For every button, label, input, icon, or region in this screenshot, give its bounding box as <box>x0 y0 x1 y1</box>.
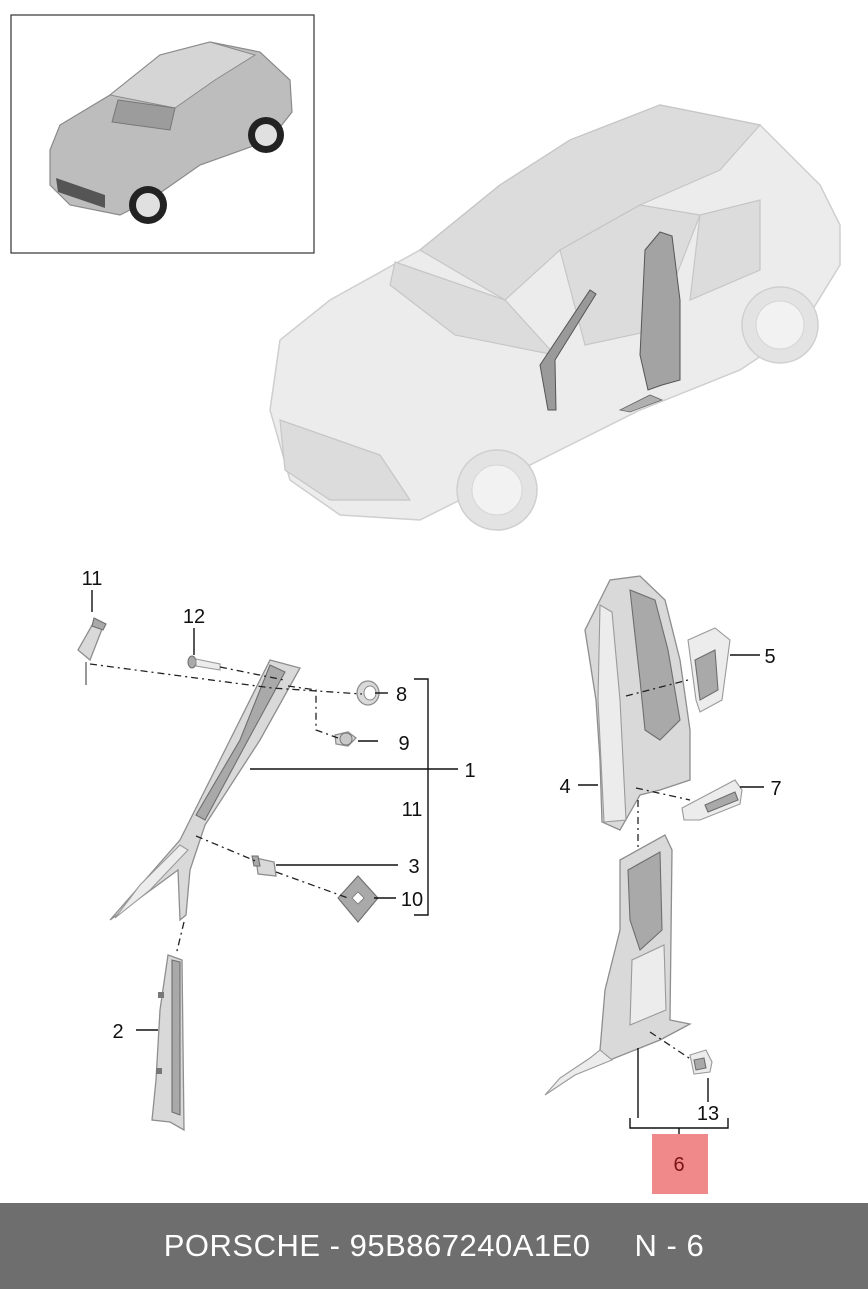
left-dash-lines <box>89 663 363 956</box>
callout-3-clip: 3 <box>408 856 419 878</box>
callout-9-clip: 9 <box>398 733 409 755</box>
part-1-a-pillar-trim <box>109 659 301 922</box>
callout-7-retainer: 7 <box>770 778 781 800</box>
right-dash-lines <box>625 679 693 1061</box>
callout-11-group: 11 <box>402 799 423 821</box>
callout-2-trim-strip: 2 <box>112 1021 123 1043</box>
callout-12-bolt: 12 <box>183 606 205 628</box>
callout-6-b-pillar-lower: 6 <box>673 1154 684 1176</box>
callout-8-grommet: 8 <box>396 684 407 706</box>
part-12-bolt <box>187 655 221 671</box>
footer-bar: PORSCHE - 95B867240A1E0 N - 6 <box>0 1203 868 1289</box>
part-13-clip <box>689 1049 713 1075</box>
part-5-trim-cover <box>687 627 731 713</box>
callout-1-a-pillar-trim: 1 <box>464 760 475 782</box>
part-10-pad <box>337 875 379 923</box>
part-4-b-pillar-upper-trim <box>584 575 691 831</box>
parts-diagram: 11 12 8 9 1 11 3 10 2 5 4 7 13 6 <box>10 14 841 1194</box>
part-3-clip <box>251 855 277 877</box>
left-leader-lines <box>91 590 458 1031</box>
callout-5-trim-cover: 5 <box>764 646 775 668</box>
part-8-grommet <box>356 680 380 706</box>
footer-page-ref: N - 6 <box>634 1228 705 1263</box>
callout-4-b-pillar-upper: 4 <box>559 776 570 798</box>
footer-part-number: PORSCHE - 95B867240A1E0 <box>163 1228 591 1263</box>
inset-car-thumbnail <box>10 14 315 254</box>
right-leader-lines <box>578 654 764 1137</box>
part-6-b-pillar-lower-trim <box>544 834 692 1096</box>
part-6-highlight-box <box>652 1134 708 1194</box>
callout-13-clip: 13 <box>697 1103 719 1125</box>
part-9-clip <box>334 731 357 747</box>
part-2-trim-strip <box>151 954 185 1132</box>
vehicle-overview <box>269 104 841 531</box>
part-11-bracket <box>77 617 107 685</box>
callout-11-bracket: 11 <box>82 568 103 590</box>
callout-10-pad: 10 <box>401 889 423 911</box>
part-7-retainer <box>681 779 743 821</box>
